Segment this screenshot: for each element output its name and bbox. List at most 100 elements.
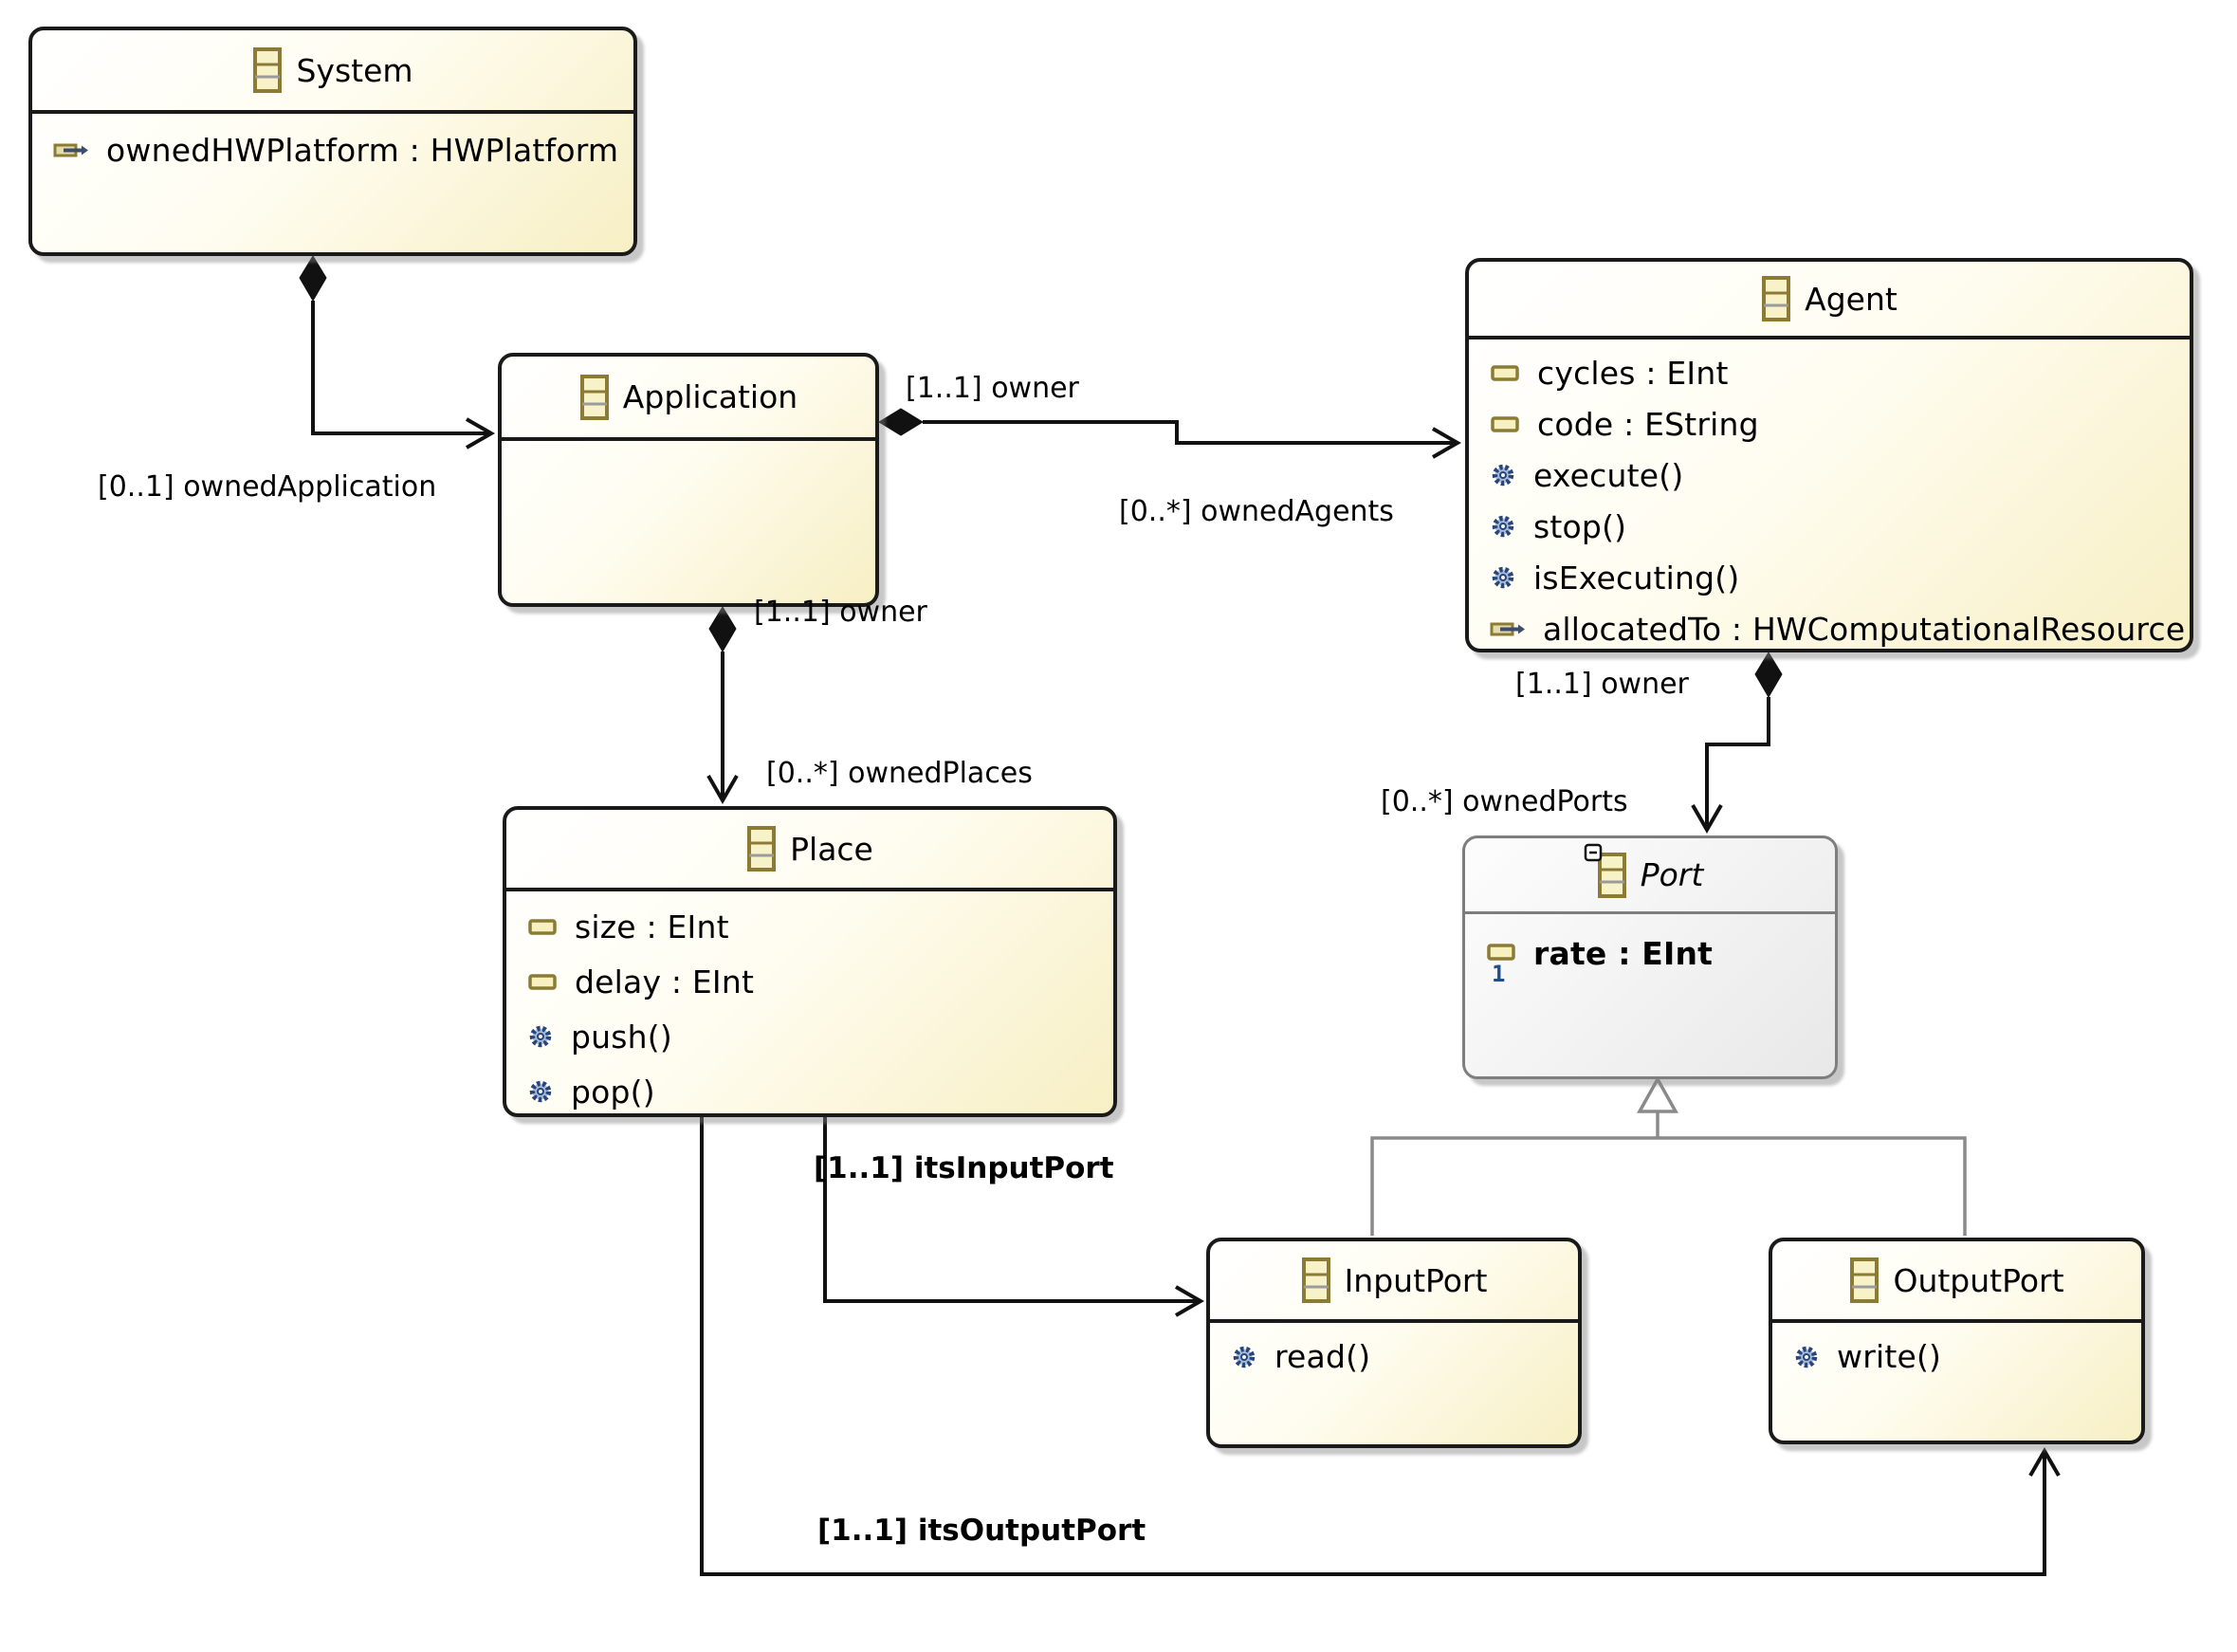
class-header: Agent (1469, 262, 2190, 340)
reference-icon (1490, 618, 1526, 639)
class-title: OutputPort (1893, 1261, 2064, 1299)
edge-composition-application-place[interactable] (706, 606, 739, 805)
member-read[interactable]: read() (1210, 1331, 1578, 1383)
class-icon (1761, 276, 1791, 321)
composition-diamond (1754, 652, 1783, 698)
composition-diamond (299, 255, 327, 302)
member-label: delay : EInt (575, 963, 755, 1000)
member-code[interactable]: code : EString (1469, 398, 2190, 450)
abstract-class-icon (1584, 843, 1627, 898)
composition-diamond (878, 408, 924, 436)
edge-label-itsInputPort[interactable]: [1..1] itsInputPort (814, 1151, 1114, 1185)
class-members: read() (1210, 1323, 1578, 1383)
member-label: push() (571, 1018, 672, 1055)
class-place[interactable]: Place size : EInt delay : EInt push() po… (503, 806, 1117, 1117)
member-label: cycles : EInt (1537, 354, 1729, 392)
edge-label-ownedAgents[interactable]: [0..*] ownedAgents (1119, 495, 1394, 528)
member-label: read() (1274, 1338, 1371, 1375)
edge-label-owner-agent[interactable]: [1..1] owner (906, 372, 1079, 405)
class-title: System (296, 51, 413, 89)
class-inputport[interactable]: InputPort read() (1206, 1238, 1582, 1448)
class-members: 1 rate : EInt (1465, 914, 1835, 984)
member-label: execute() (1533, 456, 1684, 494)
class-icon (252, 47, 283, 93)
member-label: rate : EInt (1533, 934, 1714, 972)
member-delay[interactable]: delay : EInt (506, 954, 1113, 1009)
edge-generalization-ports[interactable] (1370, 1075, 1967, 1236)
operation-icon (1231, 1344, 1257, 1370)
member-write[interactable]: write() (1772, 1331, 2141, 1383)
attribute-icon: 1 (1486, 943, 1516, 984)
member-label: write() (1837, 1338, 1942, 1375)
member-isExecuting[interactable]: isExecuting() (1469, 552, 2190, 603)
member-push[interactable]: push() (506, 1009, 1113, 1064)
class-title: Port (1640, 856, 1704, 893)
edge-composition-application-agent[interactable] (878, 408, 1462, 459)
edge-label-itsOutputPort[interactable]: [1..1] itsOutputPort (817, 1514, 1146, 1548)
member-ownedHWPlatform[interactable]: ownedHWPlatform : HWPlatform (32, 121, 633, 178)
class-members: write() (1772, 1323, 2141, 1383)
member-execute[interactable]: execute() (1469, 450, 2190, 501)
class-header: Port (1465, 838, 1835, 914)
class-title: Agent (1805, 280, 1898, 318)
class-application[interactable]: Application (498, 353, 879, 607)
abstract-marker-icon (1584, 843, 1603, 866)
class-icon (1849, 1257, 1879, 1303)
class-members: size : EInt delay : EInt push() pop() (506, 891, 1113, 1119)
class-header: System (32, 30, 633, 114)
class-members (502, 441, 875, 449)
edge-label-owner-place[interactable]: [1..1] owner (754, 596, 927, 629)
open-arrowhead (1175, 1285, 1205, 1317)
operation-icon (1490, 564, 1516, 591)
operation-icon (1490, 513, 1516, 540)
edge-association-place-outputport[interactable] (700, 1117, 2061, 1576)
operation-icon (527, 1078, 554, 1105)
attribute-icon (527, 916, 558, 937)
class-agent[interactable]: Agent cycles : EInt code : EString execu… (1465, 258, 2193, 652)
class-header: InputPort (1210, 1241, 1578, 1323)
operation-icon (1793, 1344, 1820, 1370)
reference-icon (53, 139, 89, 160)
member-rate[interactable]: 1 rate : EInt (1465, 922, 1835, 984)
class-header: OutputPort (1772, 1241, 2141, 1323)
attribute-icon (1490, 413, 1520, 434)
edge-label-ownedPorts[interactable]: [0..*] ownedPorts (1381, 785, 1628, 818)
class-header: Place (506, 810, 1113, 891)
class-outputport[interactable]: OutputPort write() (1769, 1238, 2145, 1444)
attribute-icon (527, 971, 558, 992)
class-system[interactable]: System ownedHWPlatform : HWPlatform (28, 27, 637, 256)
member-pop[interactable]: pop() (506, 1064, 1113, 1119)
class-title: Application (622, 378, 798, 415)
attribute-icon (1490, 362, 1520, 383)
class-port-abstract[interactable]: Port 1 rate : EInt (1462, 835, 1838, 1079)
edge-composition-system-application[interactable] (299, 255, 496, 450)
class-icon (746, 826, 777, 872)
multiplicity-one-badge: 1 (1492, 961, 1506, 984)
member-label: code : EString (1537, 405, 1759, 443)
edge-label-ownedPlaces[interactable]: [0..*] ownedPlaces (766, 757, 1033, 790)
class-members: cycles : EInt code : EString execute() s… (1469, 340, 2190, 654)
member-cycles[interactable]: cycles : EInt (1469, 347, 2190, 398)
member-label: allocatedTo : HWComputationalResource (1543, 610, 2186, 648)
class-icon (1301, 1257, 1331, 1303)
member-label: pop() (571, 1073, 655, 1111)
member-size[interactable]: size : EInt (506, 899, 1113, 954)
operation-icon (527, 1023, 554, 1050)
edge-label-owner-port[interactable]: [1..1] owner (1515, 668, 1689, 701)
member-allocatedTo[interactable]: allocatedTo : HWComputationalResource (1469, 603, 2190, 654)
open-arrowhead (1432, 427, 1462, 459)
open-arrowhead (2028, 1446, 2061, 1477)
class-icon (579, 374, 610, 420)
member-label: stop() (1533, 507, 1627, 545)
open-arrowhead (706, 775, 739, 805)
class-members: ownedHWPlatform : HWPlatform (32, 114, 633, 178)
edge-label-ownedApplication[interactable]: [0..1] ownedApplication (98, 470, 437, 504)
operation-icon (1490, 462, 1516, 488)
edge-association-place-inputport[interactable] (823, 1117, 1205, 1317)
class-title: InputPort (1344, 1261, 1488, 1299)
edge-composition-agent-port[interactable] (1691, 652, 1783, 835)
member-stop[interactable]: stop() (1469, 501, 2190, 552)
member-label: isExecuting() (1533, 559, 1740, 597)
composition-diamond (708, 606, 737, 652)
